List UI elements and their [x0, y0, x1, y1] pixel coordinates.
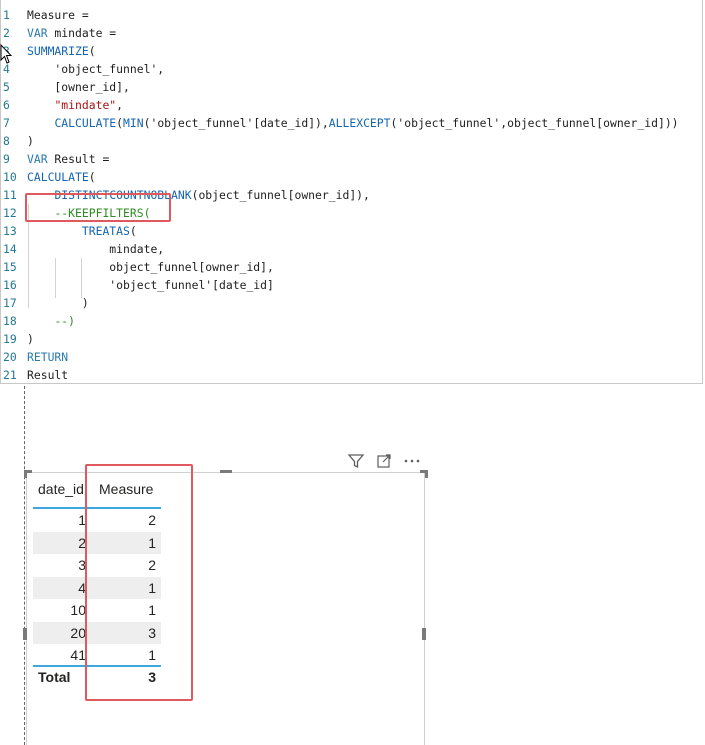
indent-guide — [55, 258, 56, 298]
cell-measure[interactable]: 1 — [148, 602, 156, 618]
line-number: 6 — [3, 98, 10, 112]
code-text: object_funnel[owner_id], — [27, 260, 274, 274]
cell-measure[interactable]: 1 — [148, 534, 156, 551]
line-number: 21 — [3, 368, 17, 382]
code-text: CALCULATE( — [27, 170, 96, 184]
code-text: Measure = — [27, 8, 89, 22]
cell-measure[interactable]: 1 — [148, 579, 156, 596]
visual-corner-top-right[interactable] — [420, 470, 428, 478]
code-text: SUMMARIZE( — [27, 44, 96, 58]
header-underline — [33, 507, 161, 509]
line-number: 4 — [3, 62, 10, 76]
annotation-highlight-measure-column — [85, 464, 193, 701]
line-number: 1 — [3, 8, 10, 22]
code-text: [owner_id], — [27, 80, 130, 94]
resize-handle-left[interactable] — [23, 628, 27, 640]
total-divider — [33, 665, 161, 667]
line-number: 7 — [3, 116, 10, 130]
indent-guide — [28, 204, 29, 308]
line-number: 14 — [3, 242, 17, 256]
code-text: ) — [27, 296, 89, 310]
cell-date-id[interactable]: 4 — [78, 579, 86, 596]
row-band — [33, 576, 161, 599]
mouse-cursor-icon — [0, 43, 13, 66]
row-band — [33, 531, 161, 554]
filter-icon[interactable] — [346, 451, 366, 471]
cell-measure[interactable]: 2 — [148, 512, 156, 528]
focus-mode-icon[interactable] — [374, 451, 394, 471]
line-number: 2 — [3, 26, 10, 40]
code-text: "mindate", — [54, 98, 124, 112]
indent-guide — [81, 258, 82, 298]
cell-date-id[interactable]: 1 — [78, 512, 86, 528]
code-text: mindate, — [27, 242, 165, 256]
line-number: 8 — [3, 134, 10, 148]
column-header-date-id[interactable]: date_id — [38, 481, 84, 497]
resize-handle-right[interactable] — [422, 628, 426, 640]
line-number: 15 — [3, 260, 17, 274]
total-value: 3 — [148, 669, 156, 685]
code-text: RETURN — [27, 350, 69, 364]
code-text: --) — [54, 314, 76, 328]
line-number: 19 — [3, 332, 17, 346]
line-number: 20 — [3, 350, 17, 364]
code-text: 'object_funnel', — [27, 62, 165, 76]
line-number: 17 — [3, 296, 17, 310]
line-number: 11 — [3, 188, 17, 202]
canvas-divider — [24, 386, 25, 745]
code-text: VAR mindate = — [27, 26, 117, 40]
cell-date-id[interactable]: 41 — [70, 647, 86, 663]
cell-date-id[interactable]: 3 — [78, 557, 86, 573]
code-text: Result — [27, 368, 69, 382]
annotation-highlight-keepfilters — [25, 193, 171, 222]
code-text: --KEEPFILTERS( — [54, 206, 151, 220]
line-number: 9 — [3, 152, 10, 166]
code-text: VAR Result = — [27, 152, 110, 166]
cell-measure[interactable]: 2 — [148, 557, 156, 573]
cell-measure[interactable]: 1 — [148, 647, 156, 663]
total-label: Total — [38, 669, 71, 685]
cell-measure[interactable]: 3 — [148, 624, 156, 641]
code-text: 'object_funnel'[date_id] — [27, 278, 274, 292]
more-options-icon[interactable] — [402, 451, 422, 471]
line-number: 18 — [3, 314, 17, 328]
visual-corner-top-left[interactable] — [24, 470, 32, 478]
cell-date-id[interactable]: 10 — [70, 602, 86, 618]
line-number: 5 — [3, 80, 10, 94]
cell-date-id[interactable]: 20 — [70, 624, 86, 641]
column-header-measure[interactable]: Measure — [99, 481, 154, 497]
code-text: CALCULATE(MIN('object_funnel'[date_id]),… — [54, 116, 679, 130]
code-text: ) — [27, 332, 34, 346]
code-text: DISTINCTCOUNTNOBLANK(object_funnel[owner… — [54, 188, 370, 202]
cell-date-id[interactable]: 2 — [78, 534, 86, 551]
line-number: 13 — [3, 224, 17, 238]
row-band — [33, 621, 161, 644]
resize-handle-top[interactable] — [220, 470, 232, 473]
code-text: ) — [27, 134, 34, 148]
code-text: TREATAS( — [81, 224, 137, 238]
line-number: 16 — [3, 278, 17, 292]
line-number: 12 — [3, 206, 17, 220]
line-number: 10 — [3, 170, 17, 184]
